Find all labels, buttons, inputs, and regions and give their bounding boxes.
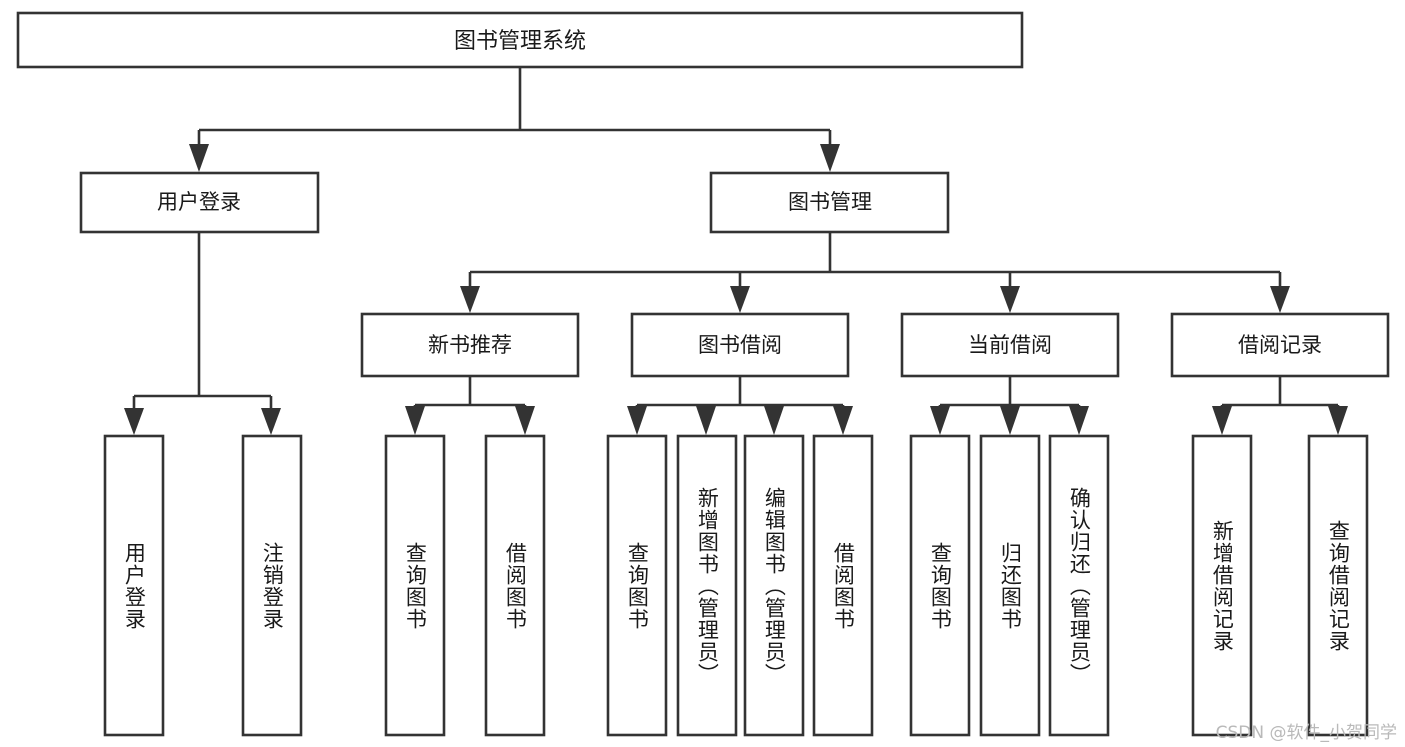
leaf-box-logout <box>241 434 303 737</box>
leaf-box-user-login <box>103 434 165 737</box>
connector-currentborrow-to-leaves <box>930 376 1089 435</box>
node-book-borrow[interactable]: 图书借阅 <box>630 312 850 378</box>
leaf-box-query-record <box>1307 434 1369 737</box>
leaf-box-return-book <box>979 434 1041 737</box>
node-user-login-label: 用户登录 <box>157 190 241 214</box>
node-borrow-record[interactable]: 借阅记录 <box>1170 312 1390 378</box>
connector-borrowbook-to-leaves <box>627 376 853 435</box>
leaf-box-confirm-return <box>1048 434 1110 737</box>
connector-root-to-level2 <box>189 67 840 172</box>
node-book-management[interactable]: 图书管理 <box>709 171 950 234</box>
connector-newbook-to-leaves <box>405 376 535 435</box>
leaf-box-query-book-2 <box>606 434 668 737</box>
connector-userlogin-to-leaves <box>124 232 281 435</box>
node-root[interactable]: 图书管理系统 <box>16 11 1024 69</box>
leaf-box-add-record <box>1191 434 1253 737</box>
leaf-box-add-book <box>676 434 738 737</box>
leaf-boxes <box>103 434 1369 737</box>
leaf-box-borrow-book-2 <box>812 434 874 737</box>
node-new-book-recommend-label: 新书推荐 <box>428 333 512 357</box>
connector-borrowrecord-to-leaves <box>1212 376 1348 435</box>
node-new-book-recommend[interactable]: 新书推荐 <box>360 312 580 378</box>
connector-bookmgmt-to-level3 <box>460 232 1290 313</box>
node-book-management-label: 图书管理 <box>788 190 872 214</box>
node-borrow-record-label: 借阅记录 <box>1238 333 1322 357</box>
leaf-box-query-book-1 <box>384 434 446 737</box>
leaf-box-query-book-3 <box>909 434 971 737</box>
node-user-login[interactable]: 用户登录 <box>79 171 320 234</box>
node-book-borrow-label: 图书借阅 <box>698 333 782 357</box>
leaf-box-edit-book <box>743 434 805 737</box>
node-root-label: 图书管理系统 <box>454 29 586 54</box>
node-current-borrow[interactable]: 当前借阅 <box>900 312 1120 378</box>
leaf-box-borrow-book-1 <box>484 434 546 737</box>
node-current-borrow-label: 当前借阅 <box>968 333 1052 357</box>
